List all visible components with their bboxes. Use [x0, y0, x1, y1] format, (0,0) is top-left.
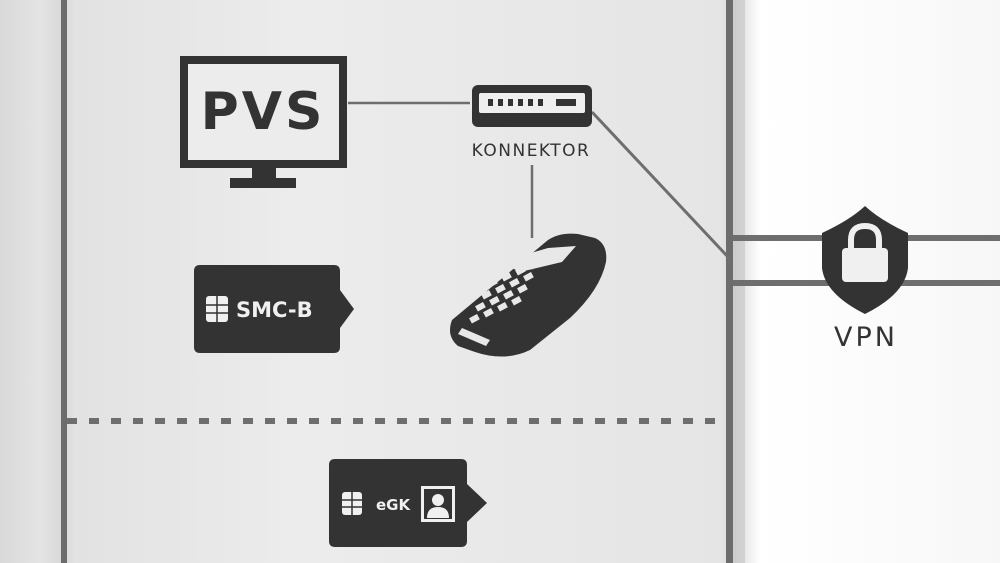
pvs-node: PVS — [180, 56, 347, 188]
smcb-node: SMC-B — [194, 265, 354, 353]
monitor-icon — [180, 56, 347, 188]
egk-card-shape — [329, 459, 487, 547]
shield-lock-icon — [822, 206, 908, 314]
smcb-label: SMC-B — [236, 298, 313, 322]
konnektor-label: KONNEKTOR — [472, 141, 591, 161]
pvs-label: PVS — [201, 82, 326, 142]
vpn-label: VPN — [834, 322, 898, 353]
health-card-icon — [421, 486, 455, 522]
egk-label: eGK — [376, 496, 411, 514]
left-border-line — [61, 0, 67, 563]
router-icon — [472, 85, 592, 127]
smart-card-icon — [206, 296, 228, 322]
chip-icon — [342, 492, 362, 515]
vpn-node: VPN — [822, 206, 908, 353]
card-terminal-icon — [450, 233, 607, 357]
konnektor-node: KONNEKTOR — [472, 85, 592, 161]
egk-node: eGK — [329, 459, 487, 547]
smcb-card-shape — [194, 265, 354, 353]
edge-konnektor-vpn — [590, 110, 731, 260]
right-border-line — [726, 0, 733, 563]
card-terminal-node — [450, 233, 607, 357]
